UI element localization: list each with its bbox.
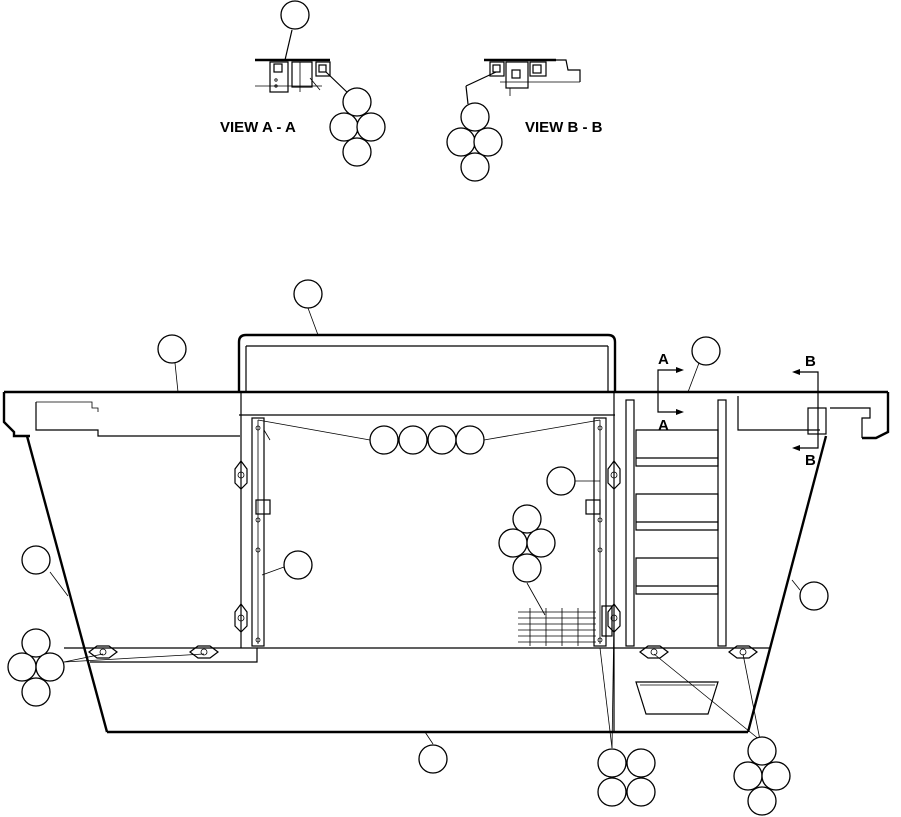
detail-view-b [465, 58, 581, 105]
callout-balloon [293, 279, 323, 309]
callout-balloon [512, 504, 542, 534]
callout-balloons [7, 0, 829, 816]
callout-balloon [526, 528, 556, 558]
left-door-post [251, 417, 271, 647]
right-door-post [585, 417, 613, 647]
callout-balloon [446, 127, 476, 157]
callout-balloon [597, 777, 627, 807]
vent-grille [518, 608, 596, 646]
callout-balloon [280, 0, 310, 30]
callout-balloon [747, 786, 777, 816]
callout-balloon [356, 112, 386, 142]
callout-balloon [21, 545, 51, 575]
callout-balloon [626, 748, 656, 778]
callout-balloon [427, 425, 457, 455]
callout-balloon [799, 581, 829, 611]
callout-balloon [157, 334, 187, 364]
callout-balloon [342, 87, 372, 117]
callout-balloon [21, 677, 51, 707]
section-b-bottom-label: B [805, 452, 816, 469]
callout-balloon [418, 744, 448, 774]
section-marker-a [657, 367, 684, 415]
callout-balloon [369, 425, 399, 455]
view-a-label: VIEW A - A [220, 119, 296, 136]
callout-balloon [342, 137, 372, 167]
callout-balloon [455, 425, 485, 455]
callout-balloon [597, 748, 627, 778]
callout-balloon [21, 628, 51, 658]
section-b-top-label: B [805, 353, 816, 370]
callout-balloon [747, 736, 777, 766]
enclosure-outline [2, 333, 890, 734]
callout-balloon [512, 553, 542, 583]
callout-balloon [460, 102, 490, 132]
detail-view-a [255, 29, 351, 96]
callout-balloon [460, 152, 490, 182]
access-ladder [625, 399, 727, 647]
section-a-top-label: A [658, 351, 669, 368]
callout-balloon [626, 777, 656, 807]
section-marker-b [792, 369, 819, 451]
door-latches [88, 460, 758, 659]
leader-lines [49, 95, 801, 749]
callout-balloon [733, 761, 763, 791]
callout-balloon [35, 652, 65, 682]
section-a-bottom-label: A [658, 417, 669, 434]
callout-balloon [761, 761, 791, 791]
callout-balloon [283, 550, 313, 580]
callout-balloon [546, 466, 576, 496]
callout-balloon [398, 425, 428, 455]
view-b-label: VIEW B - B [525, 119, 603, 136]
callout-balloon [7, 652, 37, 682]
callout-balloon [473, 127, 503, 157]
callout-balloon [498, 528, 528, 558]
callout-balloon [691, 336, 721, 366]
callout-balloon [329, 112, 359, 142]
